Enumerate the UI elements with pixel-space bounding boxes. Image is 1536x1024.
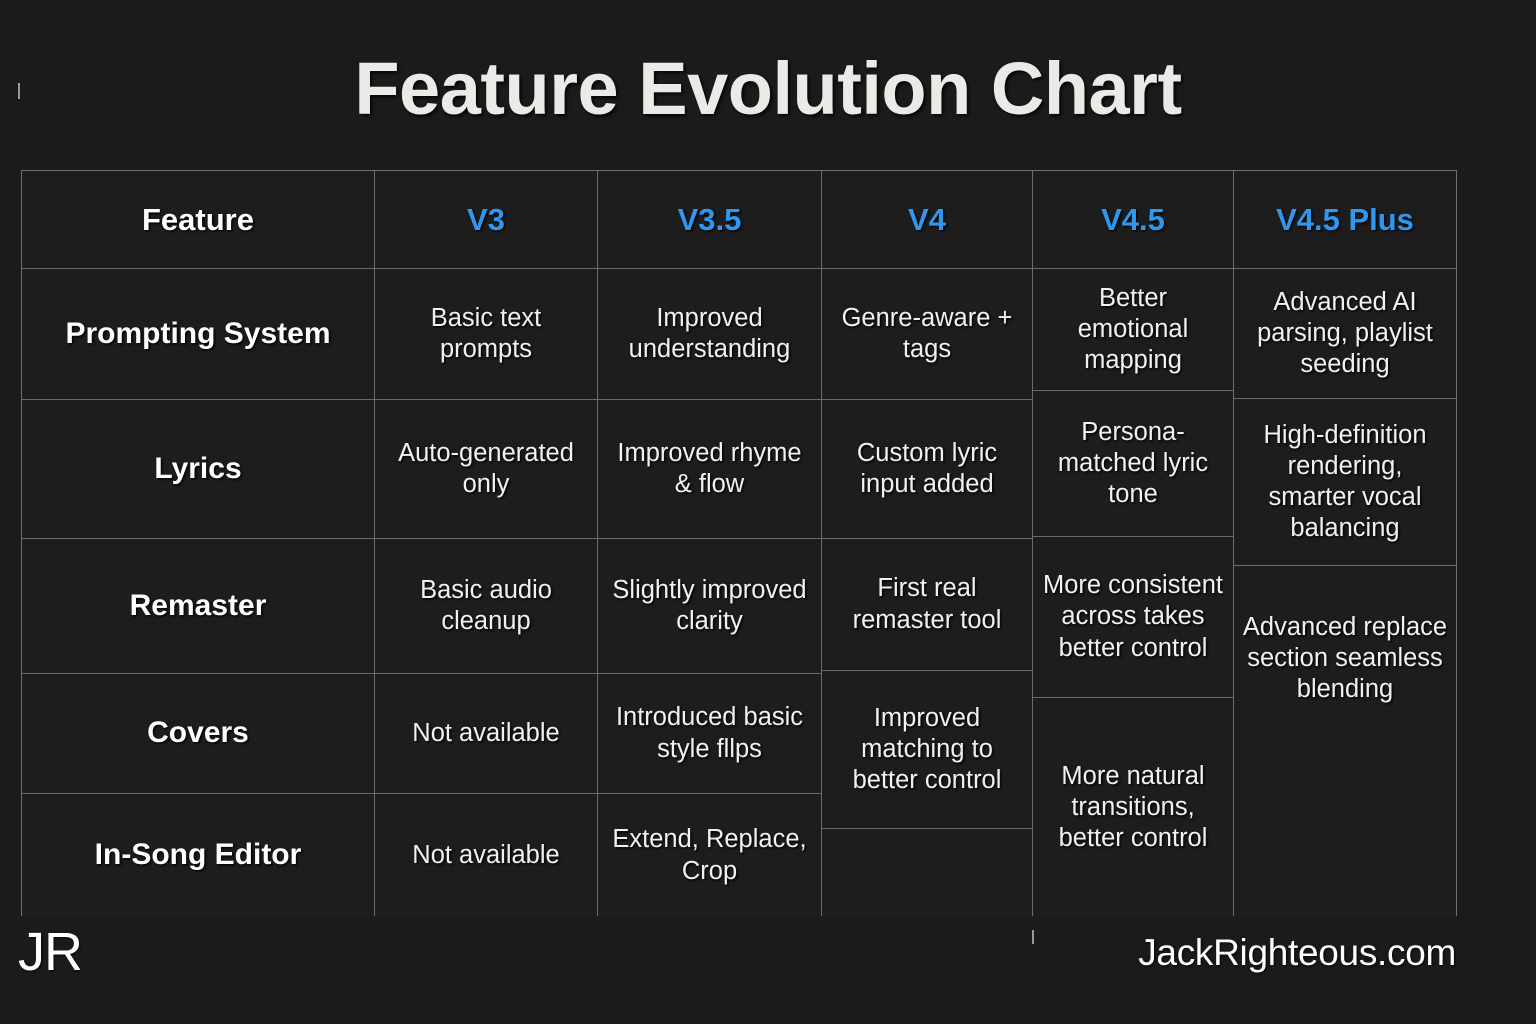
cell-in-song-editor-v3: Not available — [375, 793, 597, 917]
cell-in-song-editor-v35: Extend, Replace, Crop — [598, 793, 821, 917]
cell-prompting-system-v35: Improved understanding — [598, 268, 821, 399]
column-v45plus: V4.5 Plus Advanced AI parsing, playlist … — [1234, 171, 1456, 917]
column-v45: V4.5 Better emotional mapping Persona-ma… — [1033, 171, 1233, 917]
column-divider — [821, 171, 823, 915]
cell-lyrics-v3: Auto-generated only — [375, 399, 597, 538]
row-label-remaster: Remaster — [22, 538, 374, 673]
column-v35: V3.5 Improved understanding Improved rhy… — [598, 171, 821, 917]
cell-prompting-system-v45plus: Advanced AI parsing, playlist seeding — [1234, 268, 1456, 398]
cell-covers-v45: More natural transitions, better control — [1033, 697, 1233, 917]
page-title: Feature Evolution Chart — [354, 47, 1182, 130]
cell-lyrics-v45plus: High-definition rendering, smarter vocal… — [1234, 398, 1456, 565]
column-header-v3: V3 — [375, 171, 597, 268]
cell-covers-v3: Not available — [375, 673, 597, 793]
column-header-v45plus: V4.5 Plus — [1234, 171, 1456, 268]
cell-remaster-v3: Basic audio cleanup — [375, 538, 597, 673]
website-url: JackRighteous.com — [1138, 932, 1456, 973]
brand-logo-jr: JR — [18, 922, 83, 982]
cell-in-song-editor-v4 — [822, 828, 1032, 917]
feature-comparison-table: Feature Prompting System Lyrics Remaster… — [21, 170, 1457, 917]
row-label-in-song-editor: In-Song Editor — [22, 793, 374, 917]
artifact-speck — [1032, 930, 1034, 944]
row-label-lyrics: Lyrics — [22, 399, 374, 538]
column-header-v35: V3.5 — [598, 171, 821, 268]
column-header-v45: V4.5 — [1033, 171, 1233, 268]
column-divider — [597, 171, 599, 915]
cell-lyrics-v35: Improved rhyme & flow — [598, 399, 821, 538]
cell-covers-v35: Introduced basic style fllps — [598, 673, 821, 793]
artifact-speck — [18, 83, 20, 99]
cell-prompting-system-v45: Better emotional mapping — [1033, 268, 1233, 390]
cell-remaster-v4: First real remaster tool — [822, 538, 1032, 670]
column-divider — [1032, 171, 1034, 915]
cell-remaster-v45plus-text: Advanced replace section seamless blendi… — [1242, 612, 1448, 704]
column-header-feature: Feature — [22, 171, 374, 268]
column-divider — [1233, 171, 1235, 915]
cell-remaster-v45: More consistent across takes better cont… — [1033, 536, 1233, 697]
cell-covers-v4: Improved matching to better control — [822, 670, 1032, 828]
row-label-prompting-system: Prompting System — [22, 268, 374, 399]
cell-lyrics-v45: Persona-matched lyric tone — [1033, 390, 1233, 536]
column-header-v4: V4 — [822, 171, 1032, 268]
cell-prompting-system-v3: Basic text prompts — [375, 268, 597, 399]
cell-remaster-v35: Slightly improved clarity — [598, 538, 821, 673]
cell-lyrics-v4: Custom lyric input added — [822, 399, 1032, 538]
cell-remaster-v45plus: Advanced replace section seamless blendi… — [1234, 565, 1456, 917]
cell-prompting-system-v4: Genre-aware + tags — [822, 268, 1032, 399]
column-v4: V4 Genre-aware + tags Custom lyric input… — [822, 171, 1032, 917]
column-v3: V3 Basic text prompts Auto-generated onl… — [375, 171, 597, 917]
column-feature: Feature Prompting System Lyrics Remaster… — [22, 171, 374, 917]
row-label-covers: Covers — [22, 673, 374, 793]
column-divider — [374, 171, 376, 915]
